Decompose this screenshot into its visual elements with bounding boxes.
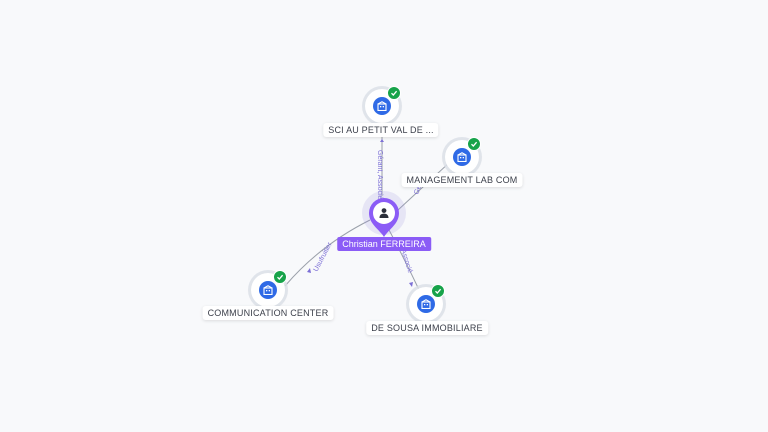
edge-communication-center	[284, 219, 371, 287]
check-icon	[273, 270, 287, 284]
person-label-christian-ferreira[interactable]: Christian FERREIRA	[337, 237, 431, 251]
company-building-icon	[263, 285, 273, 295]
edge-label-communication-center: Usufruitier	[313, 241, 334, 273]
edge-arrow-de-sousa-immobiliare	[409, 282, 413, 287]
company-building-icon	[457, 152, 467, 162]
check-icon	[387, 86, 401, 100]
company-node-management-lab-com[interactable]	[445, 137, 481, 174]
company-building-icon	[421, 299, 431, 309]
company-label-de-sousa-immobiliare[interactable]: DE SOUSA IMMOBILIARE	[366, 321, 488, 335]
company-label-sci-au-petit-val[interactable]: SCI AU PETIT VAL DE ...	[323, 123, 439, 137]
edge-label-sci-au-petit-val: Gérant, Associé	[376, 150, 383, 200]
company-node-de-sousa-immobiliare[interactable]	[409, 284, 445, 321]
check-icon	[467, 137, 481, 151]
person-node-christian-ferreira[interactable]	[362, 191, 406, 238]
edge-arrow-communication-center	[307, 268, 311, 273]
edge-arrow-sci-au-petit-val	[380, 139, 384, 142]
company-label-communication-center[interactable]: COMMUNICATION CENTER	[202, 306, 334, 320]
check-icon	[431, 284, 445, 298]
company-building-icon	[377, 101, 387, 111]
company-node-sci-au-petit-val[interactable]	[365, 86, 401, 123]
edge-label-de-sousa-immobiliare: Associé	[399, 248, 413, 274]
company-label-management-lab-com[interactable]: MANAGEMENT LAB COM	[401, 173, 523, 187]
edge-label-management-lab-com: Gé...	[413, 179, 425, 196]
company-node-communication-center[interactable]	[251, 270, 287, 307]
person-icon	[379, 208, 389, 218]
